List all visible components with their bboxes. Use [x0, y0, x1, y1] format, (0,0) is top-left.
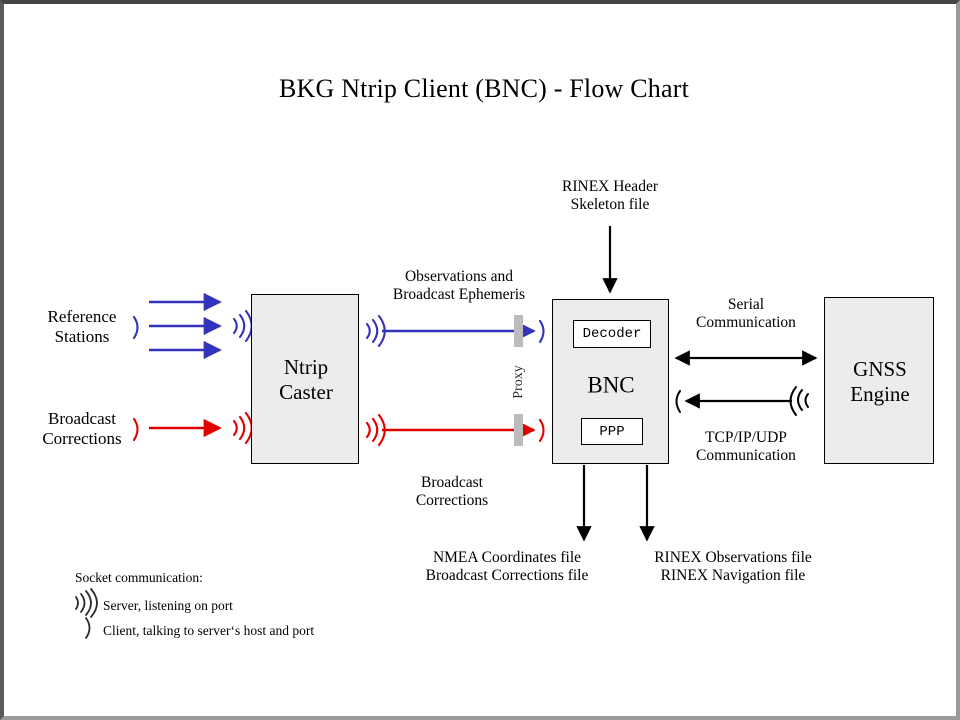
ntrip-caster-label-line2: Caster [279, 380, 333, 404]
server-antenna-icon-caster-obs-in [232, 309, 253, 343]
client-paren-icon-bnc-observations [538, 319, 545, 344]
server-antenna-icon-caster-corr-out [365, 413, 386, 447]
tcpip-line1: TCP/IP/UDP [705, 429, 787, 446]
legend-server-text: Server, listening on port [103, 598, 233, 613]
gnss-engine-line2: Engine [850, 382, 910, 406]
bnc-label: BNC [587, 372, 635, 398]
bnc-decoder-module[interactable]: Decoder [573, 320, 651, 348]
gnss-engine-line1: GNSS [853, 357, 907, 382]
edge-label-observations-ephemeris: Observations and Broadcast Ephemeris [393, 268, 525, 305]
observations-label-line1: Observations and [404, 268, 514, 285]
client-paren-icon-bnc-tcpip [675, 390, 681, 413]
broadcast-corrections-edge-line2: Corrections [415, 492, 489, 510]
broadcast-corrections-source-line2: Corrections [42, 429, 122, 449]
output-right-line2: RINEX Navigation file [660, 567, 806, 585]
output-files-left-label: NMEA Coordinates file Broadcast Correcti… [426, 549, 589, 586]
tcpip-line2: Communication [696, 447, 796, 465]
proxy-bar-top [514, 315, 523, 347]
gnss-engine-label: GNSS Engine [850, 357, 909, 407]
edge-label-tcpip-communication: TCP/IP/UDP Communication [696, 429, 796, 466]
output-files-right-label: RINEX Observations file RINEX Navigation… [654, 549, 812, 586]
legend-client-text: Client, talking to server‘s host and por… [103, 623, 315, 638]
output-left-line2: Broadcast Corrections file [425, 567, 589, 585]
broadcast-corrections-edge-line1: Broadcast [421, 474, 483, 491]
edge-label-broadcast-corrections: Broadcast Corrections [416, 474, 488, 511]
client-paren-icon-reference-stations [132, 315, 139, 340]
legend-server-antenna-icon [75, 588, 98, 618]
edge-label-serial-communication: Serial Communication [696, 296, 796, 333]
output-right-line1: RINEX Observations file [654, 549, 812, 566]
proxy-label: Proxy [511, 365, 526, 399]
server-antenna-icon-gnss-tcpip [789, 386, 809, 416]
reference-stations-label-line2: Stations [54, 327, 110, 347]
arrow-reference-stations-to-caster [149, 292, 222, 360]
broadcast-corrections-source-label: Broadcast Corrections [42, 409, 121, 449]
rinex-header-line2: Skeleton file [570, 196, 650, 214]
legend-client-paren-icon [85, 617, 91, 639]
serial-line2: Communication [696, 314, 796, 332]
observations-label-line2: Broadcast Ephemeris [392, 286, 526, 304]
reference-stations-label-line1: Reference [47, 307, 117, 326]
node-gnss-engine[interactable]: GNSS Engine [824, 297, 934, 464]
reference-stations-label: Reference Stations [48, 307, 117, 347]
serial-line1: Serial [727, 296, 765, 313]
server-antenna-icon-caster-corr-in [232, 411, 253, 445]
node-ntrip-caster[interactable]: Ntrip Caster [251, 294, 359, 464]
bnc-ppp-module[interactable]: PPP [581, 418, 643, 445]
broadcast-corrections-source-line1: Broadcast [48, 409, 116, 428]
ntrip-caster-label: Ntrip Caster [279, 355, 333, 405]
page-title: BKG Ntrip Client (BNC) - Flow Chart [279, 74, 689, 103]
edge-label-rinex-header-skeleton: RINEX Header Skeleton file [562, 178, 658, 215]
ntrip-caster-label-line1: Ntrip [283, 355, 329, 380]
legend-heading: Socket communication: [75, 570, 203, 585]
server-antenna-icon-caster-obs-out [365, 314, 386, 348]
rinex-header-line1: RINEX Header [562, 178, 658, 195]
client-paren-icon-broadcast-corrections [132, 417, 139, 442]
output-left-line1: NMEA Coordinates file [432, 549, 582, 566]
client-paren-icon-bnc-corrections [538, 418, 545, 443]
node-bnc[interactable]: Decoder BNC PPP [552, 299, 669, 464]
diagram-vector-layer [75, 226, 818, 639]
proxy-bar-bottom [514, 414, 523, 446]
